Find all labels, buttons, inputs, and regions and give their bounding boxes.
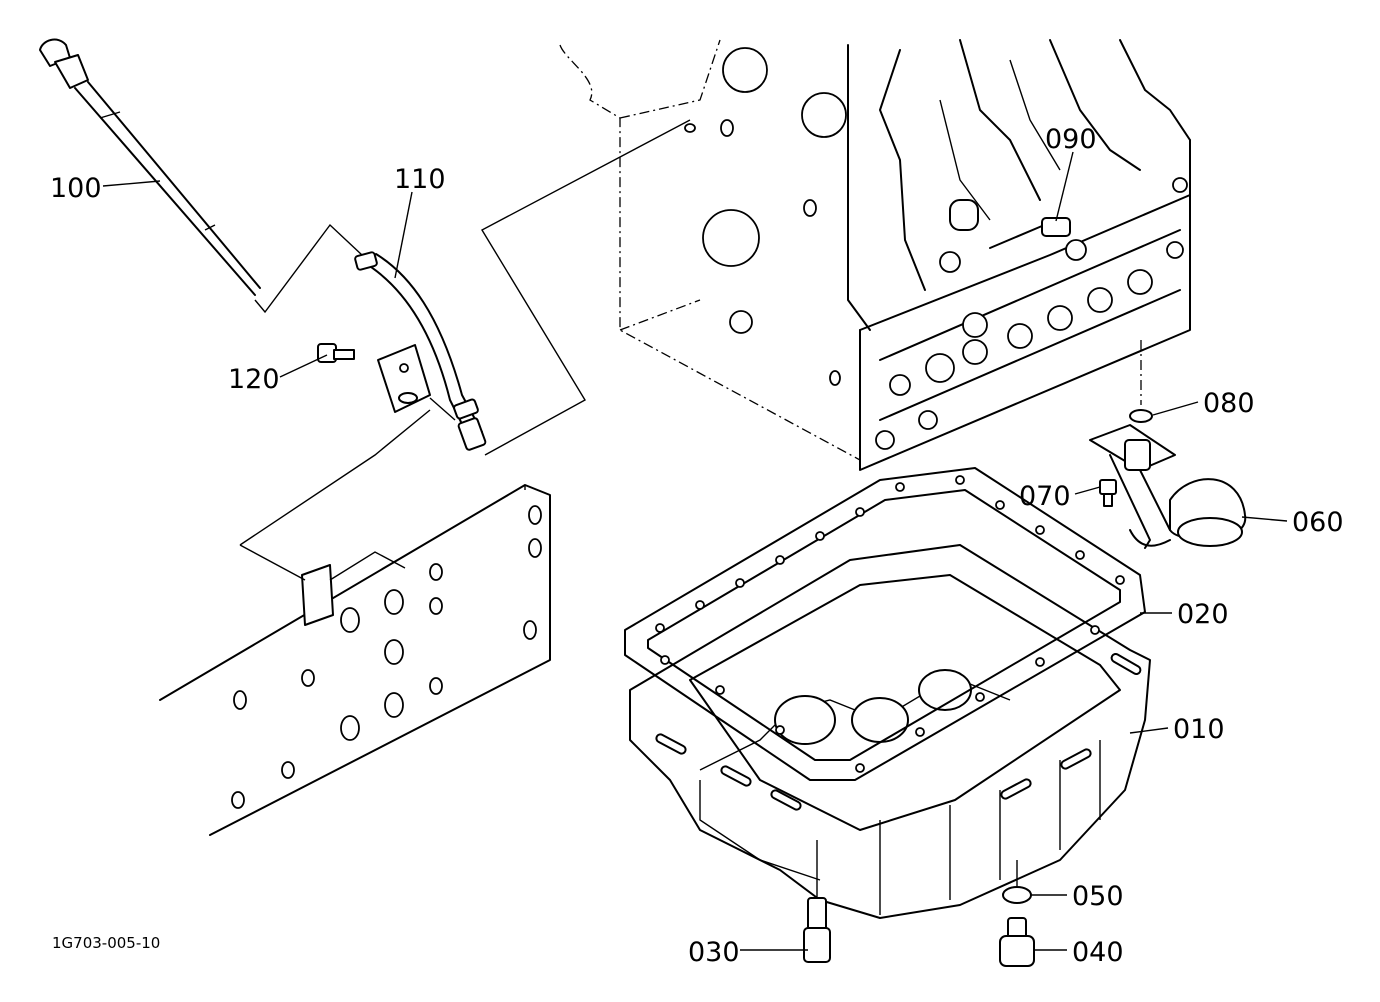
callout-080: 080	[1203, 388, 1255, 419]
pan-bolt	[803, 840, 831, 963]
callout-040: 040	[1072, 937, 1124, 968]
callout-070: 070	[1019, 481, 1071, 512]
callout-020: 020	[1177, 599, 1229, 630]
o-ring	[1129, 409, 1153, 423]
assembly-line-bracket	[429, 397, 456, 421]
oil-pan-gasket	[624, 467, 1146, 781]
leader-lines	[102, 151, 1288, 951]
assembly-line-guide	[481, 119, 691, 456]
dipstick	[39, 38, 261, 296]
drawing-code: 1G703-005-10	[52, 934, 160, 952]
callout-030: 030	[688, 937, 740, 968]
callout-010: 010	[1173, 714, 1225, 745]
drain-plug	[999, 917, 1035, 967]
guide-bracket	[377, 344, 431, 413]
callout-100: 100	[50, 173, 102, 204]
callout-060: 060	[1292, 507, 1344, 538]
oil-pan	[629, 544, 1151, 919]
strainer-bolt	[1099, 479, 1117, 507]
drain-plug-gasket	[1002, 886, 1032, 904]
callout-050: 050	[1072, 881, 1124, 912]
callout-120: 120	[228, 364, 280, 395]
assembly-line-dipstick	[254, 223, 363, 314]
side-cover-plate	[159, 409, 551, 836]
oil-strainer	[1089, 424, 1247, 549]
dipstick-guide	[354, 251, 487, 451]
callout-090: 090	[1045, 124, 1097, 155]
engine-block	[559, 39, 1191, 471]
callout-110: 110	[394, 164, 446, 195]
guide-bolt	[317, 343, 355, 363]
